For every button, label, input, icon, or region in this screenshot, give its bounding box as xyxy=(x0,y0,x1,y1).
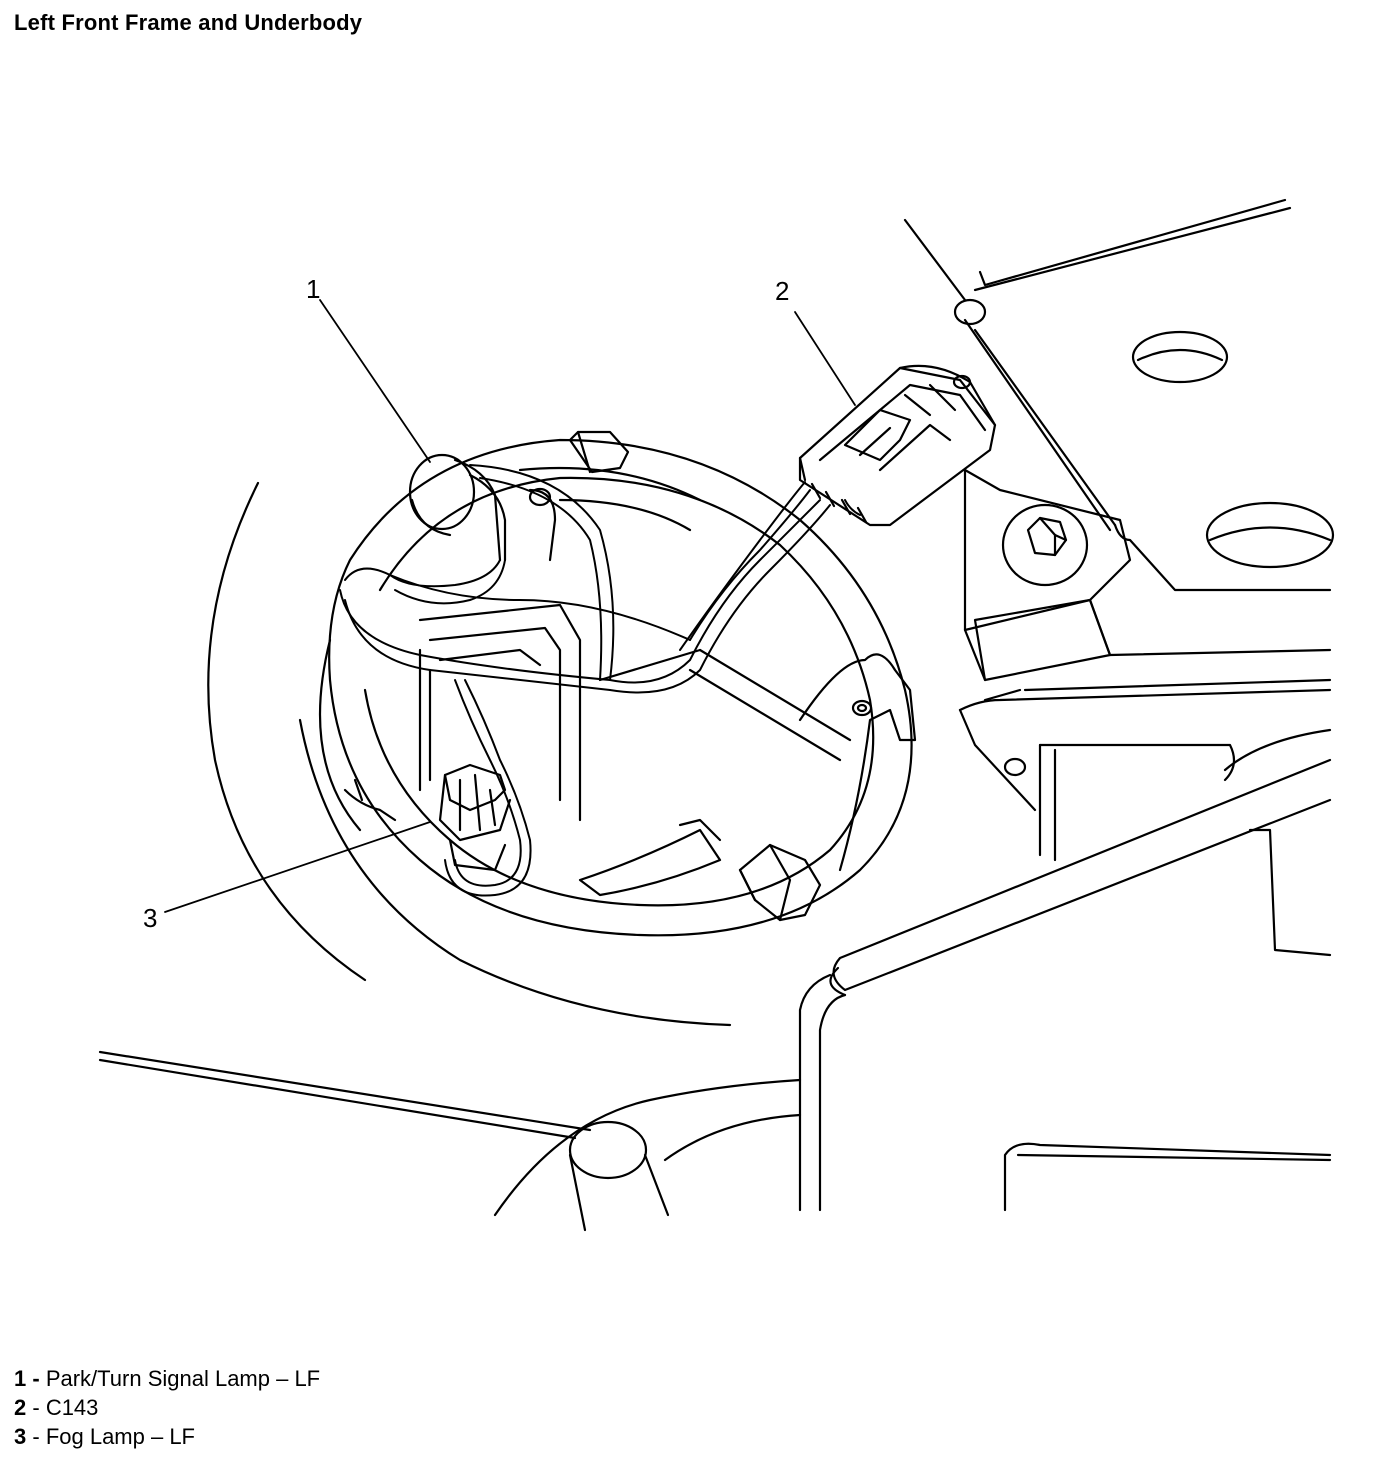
legend-separator: - xyxy=(26,1366,46,1391)
legend-item-2: 2 - C143 xyxy=(14,1393,320,1422)
callout-2: 2 xyxy=(775,276,789,306)
lamp-housing xyxy=(328,430,917,937)
legend-label: Park/Turn Signal Lamp – LF xyxy=(45,1366,321,1391)
frame-rail-left xyxy=(98,1050,802,1232)
fog-lamp-connector xyxy=(438,763,512,872)
legend-label: C143 xyxy=(45,1395,99,1420)
legend-item-1: 1 - Park/Turn Signal Lamp – LF xyxy=(14,1364,320,1393)
callout-leaders xyxy=(164,299,856,913)
page-title: Left Front Frame and Underbody xyxy=(14,10,363,35)
legend-separator: - xyxy=(26,1395,46,1420)
legend-number: 3 xyxy=(14,1424,27,1449)
legend-label: Fog Lamp – LF xyxy=(45,1424,195,1449)
c143-connector xyxy=(798,364,997,527)
legend-separator: - xyxy=(26,1424,46,1449)
callout-3: 3 xyxy=(143,903,157,933)
park-turn-lamp-socket xyxy=(408,453,557,562)
legend-item-3: 3 - Fog Lamp – LF xyxy=(14,1422,320,1451)
wiring-harness xyxy=(339,464,861,897)
frame-rail-lower xyxy=(798,688,1332,1212)
legend-number: 2 xyxy=(14,1395,27,1420)
callout-1: 1 xyxy=(306,274,320,304)
wheel-well-outline xyxy=(207,481,732,1027)
legend-number: 1 xyxy=(14,1366,27,1391)
frame-rail-upper xyxy=(903,198,1335,702)
legend: 1 - Park/Turn Signal Lamp – LF 2 - C143 … xyxy=(14,1364,320,1451)
